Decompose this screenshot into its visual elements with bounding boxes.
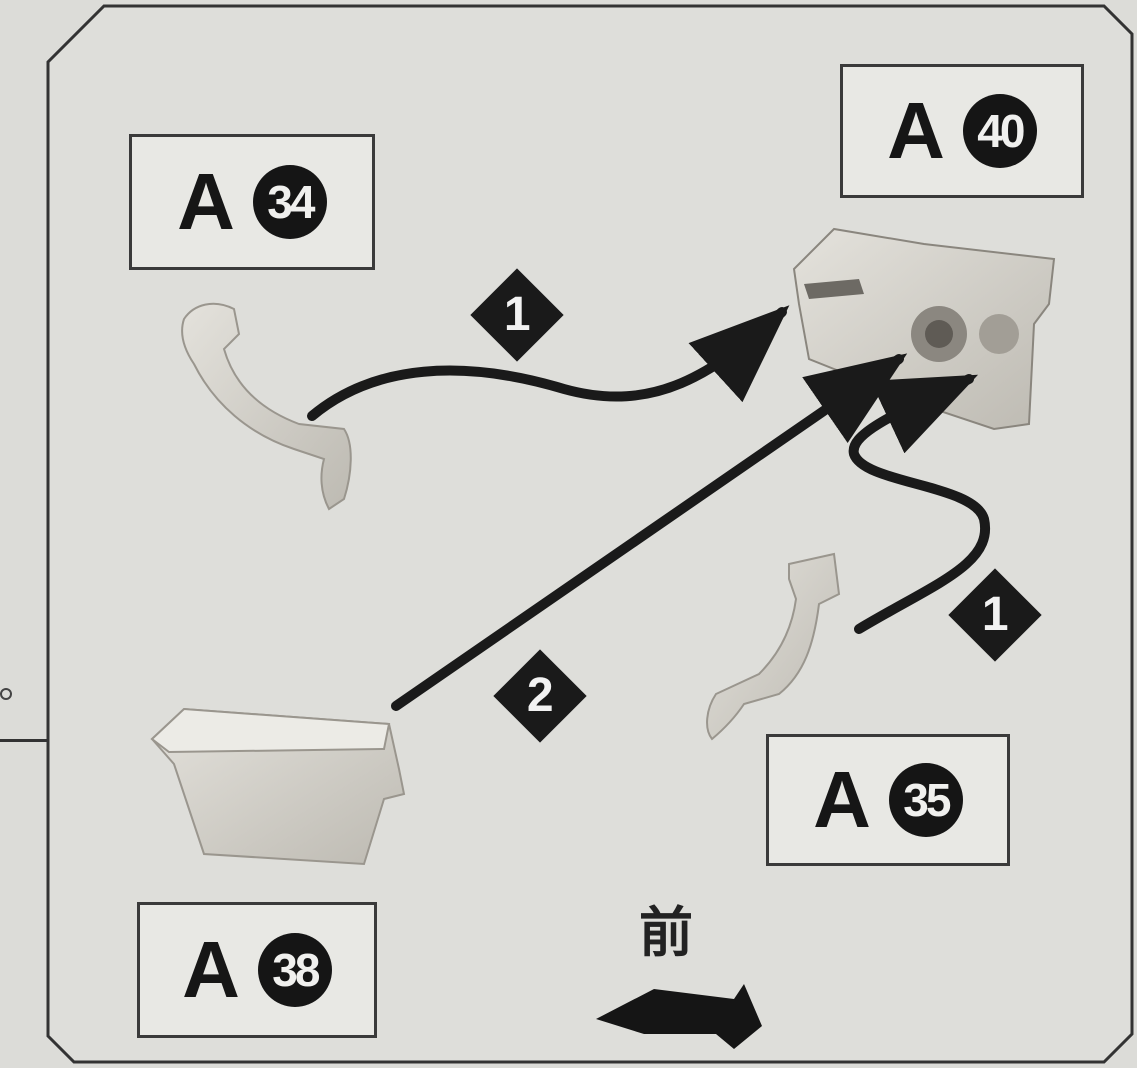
label-a35: A 35 xyxy=(766,734,1010,866)
assembly-panel: A 34 A 40 A 35 A 38 1 1 2 前 xyxy=(44,4,1134,1064)
front-label: 前 xyxy=(639,906,693,960)
label-a40: A 40 xyxy=(840,64,1084,198)
label-a40-number: 40 xyxy=(963,94,1037,168)
label-a35-letter: A xyxy=(813,760,871,840)
edge-dot xyxy=(0,688,12,700)
label-a35-number: 35 xyxy=(889,763,963,837)
label-a34-letter: A xyxy=(177,162,235,242)
label-a34-number: 34 xyxy=(253,165,327,239)
step-badge-2-text: 2 xyxy=(527,672,554,720)
label-a38-letter: A xyxy=(182,930,240,1010)
label-a34: A 34 xyxy=(129,134,375,270)
label-a40-letter: A xyxy=(887,91,945,171)
label-a38-number: 38 xyxy=(258,933,332,1007)
edge-line xyxy=(0,739,48,742)
step-badge-1-top-text: 1 xyxy=(504,291,531,339)
step-badge-1-right-text: 1 xyxy=(982,591,1009,639)
label-a38: A 38 xyxy=(137,902,377,1038)
